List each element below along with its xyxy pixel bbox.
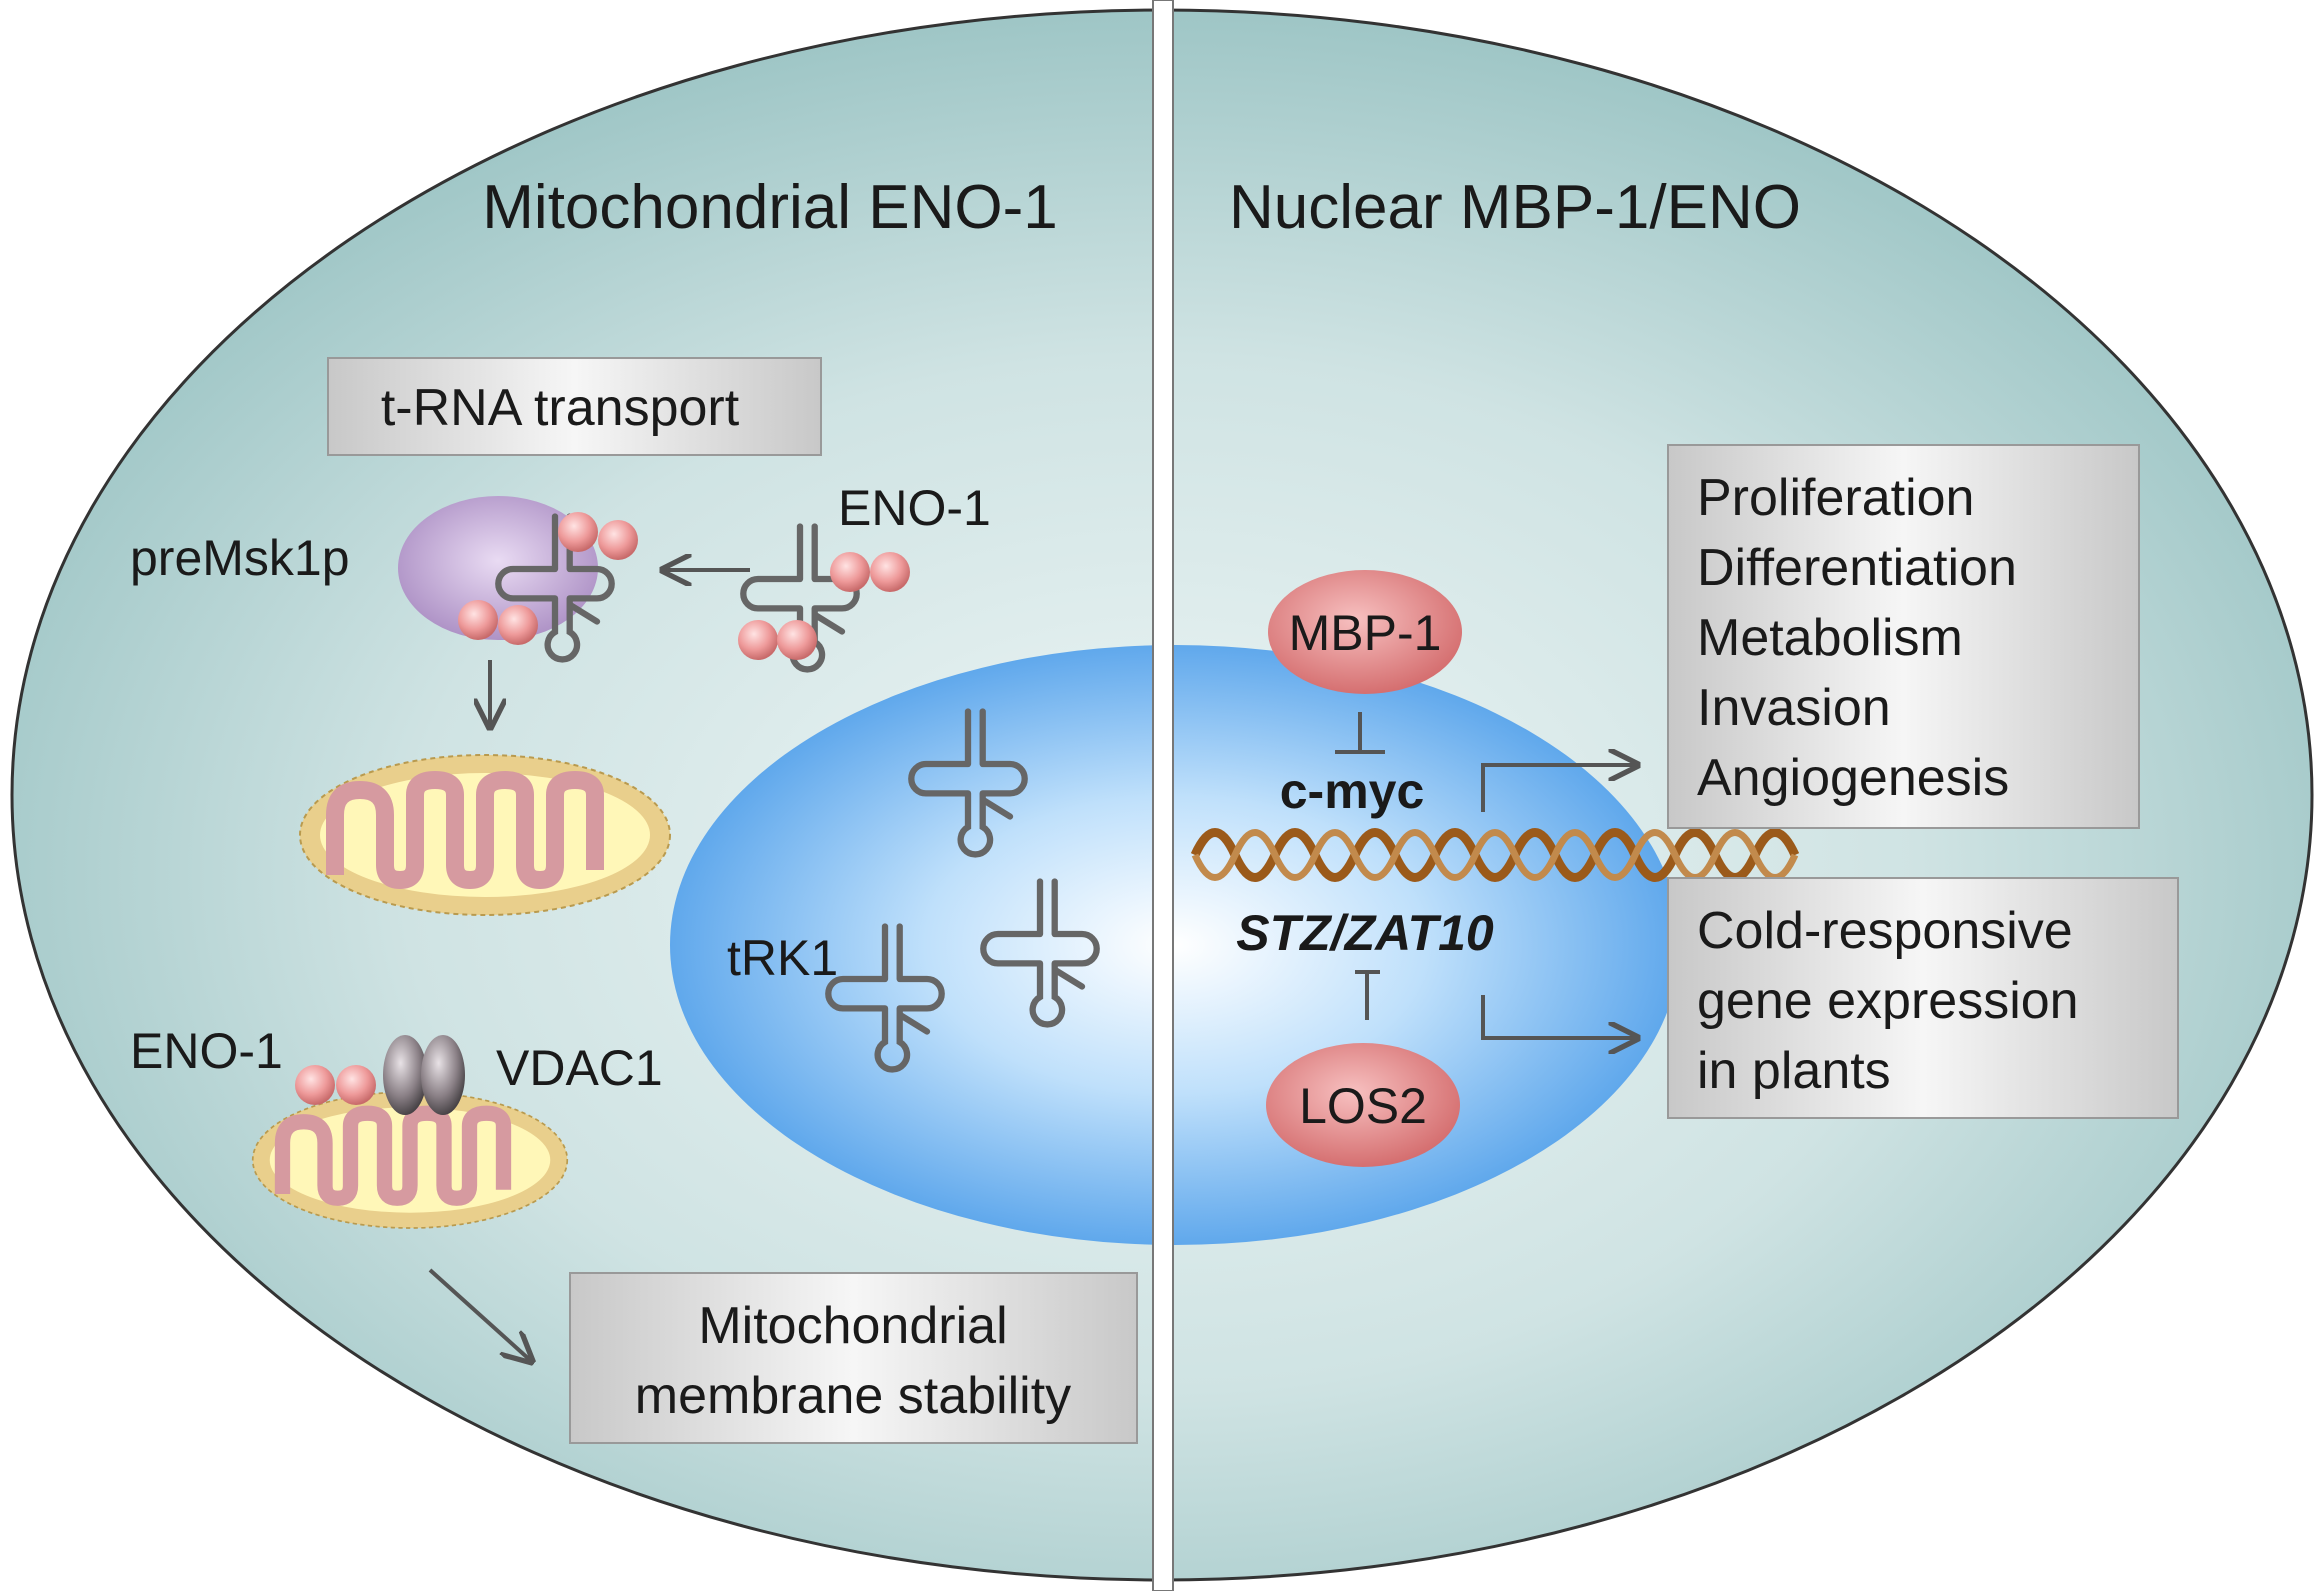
stability-line-2: membrane stability	[635, 1367, 1071, 1425]
mbp1-label: MBP-1	[1289, 605, 1442, 661]
stability-line-1: Mitochondrial	[698, 1297, 1007, 1355]
premsk1p-label: preMsk1p	[130, 530, 350, 586]
outcomes-box: Proliferation Differentiation Metabolism…	[1667, 444, 2140, 829]
outcome-item: Proliferation	[1697, 469, 1974, 527]
trna-transport-label: t-RNA transport	[381, 379, 740, 437]
stz-zat10-label: STZ/ZAT10	[1236, 905, 1494, 961]
mitochondrion-top	[300, 755, 670, 915]
los2-label: LOS2	[1299, 1078, 1427, 1134]
vdac1-label: VDAC1	[496, 1040, 663, 1096]
eno1-bottom-label: ENO-1	[130, 1023, 283, 1079]
cold-response-item: in plants	[1697, 1042, 1891, 1100]
cmyc-label: c-myc	[1280, 763, 1425, 819]
trk1-label: tRK1	[727, 930, 838, 986]
eno1-top-label: ENO-1	[838, 480, 991, 536]
panel-divider	[1152, 0, 1174, 1591]
premsk1p-complex	[398, 496, 638, 659]
mbp1-protein: MBP-1	[1268, 570, 1462, 694]
outcome-item: Metabolism	[1697, 609, 1963, 667]
left-panel-title: Mitochondrial ENO-1	[482, 173, 1057, 242]
arrow-to-stability	[428, 1268, 530, 1360]
los2-protein: LOS2	[1266, 1043, 1460, 1167]
outcome-item: Invasion	[1697, 679, 1891, 737]
mbp1-inhibition	[1335, 712, 1385, 754]
los2-inhibition	[1355, 970, 1380, 1020]
eno1-trna-complex	[738, 527, 910, 670]
trna-transport-box: t-RNA transport	[327, 357, 822, 456]
cold-response-item: Cold-responsive	[1697, 902, 2073, 960]
outcome-item: Differentiation	[1697, 539, 2017, 597]
outcome-item: Angiogenesis	[1697, 749, 2009, 807]
arrow-to-cold-response	[1481, 995, 1635, 1038]
eno1-vdac1-complex	[295, 1035, 465, 1115]
cold-response-box: Cold-responsive gene expression in plant…	[1667, 877, 2179, 1119]
cold-response-item: gene expression	[1697, 972, 2079, 1030]
right-panel-title: Nuclear MBP-1/ENO	[1229, 173, 1801, 242]
arrow-to-outcomes	[1481, 765, 1635, 812]
membrane-stability-box: Mitochondrial membrane stability	[569, 1272, 1138, 1444]
